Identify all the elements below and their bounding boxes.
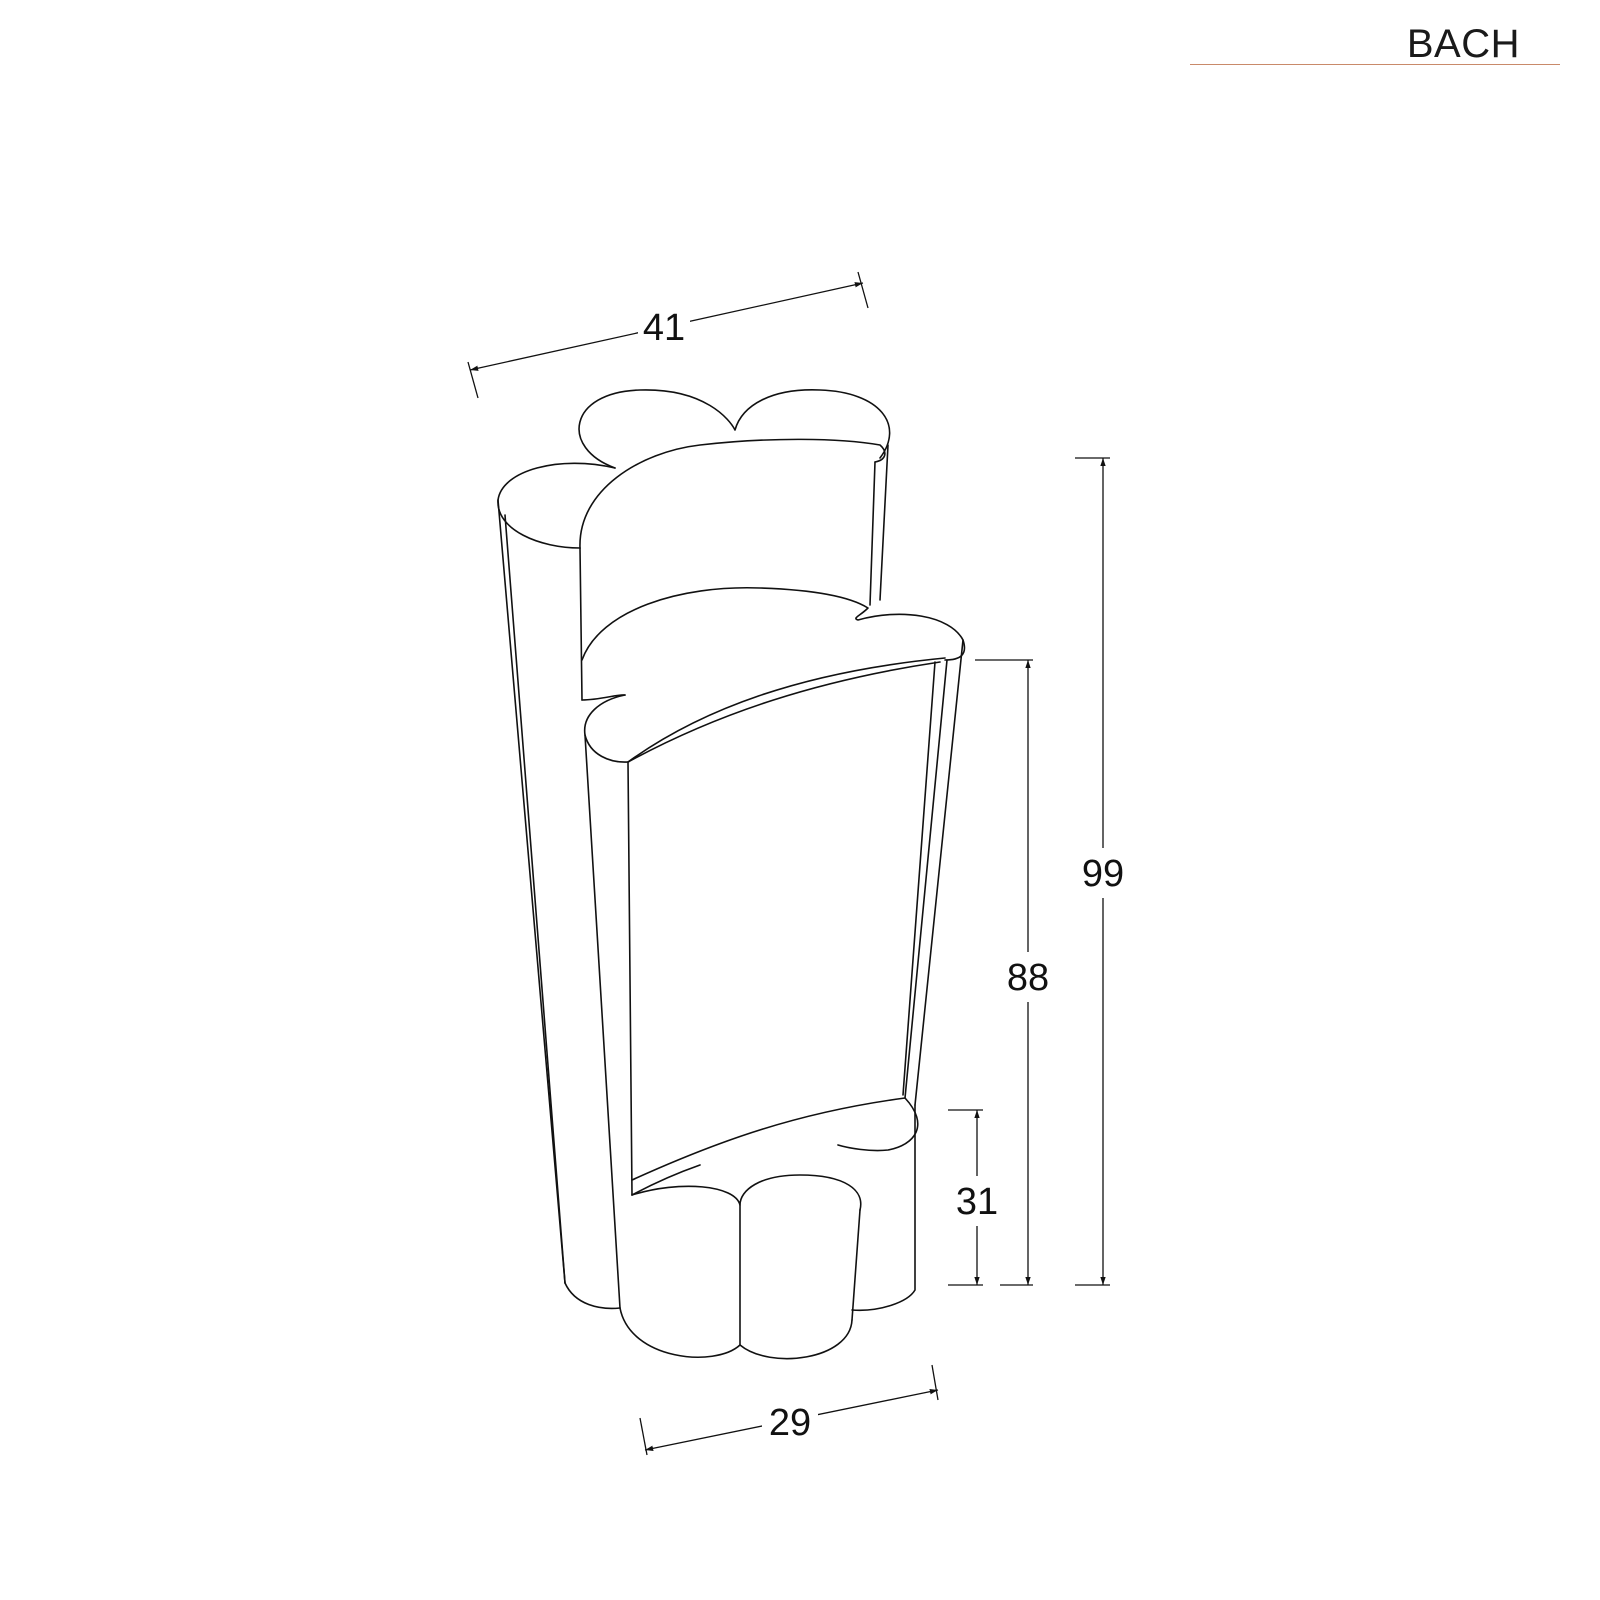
left-column-inner-edge (504, 514, 566, 1284)
left-column-bottom (564, 1282, 621, 1310)
front-right-edge-inner (902, 661, 936, 1096)
brand-title: BACH (1406, 22, 1520, 66)
left-column-top (497, 462, 616, 549)
front-left-edge-outer (584, 734, 621, 1309)
middle-shelf (581, 586, 966, 661)
vase-outline (497, 389, 966, 1360)
bottom-right-lobe-body (739, 1319, 853, 1360)
bottom-right-lobe-edge (851, 1209, 861, 1321)
lower-shelf (631, 1097, 919, 1181)
bottom-front-left-lobe (631, 1174, 862, 1211)
dim-base-width-tick-left (639, 1417, 648, 1456)
dim-top-width-tick-left (467, 361, 479, 399)
front-left-edge-inner (627, 761, 633, 1196)
dimension-labels: 41 29 99 88 31 (638, 300, 1130, 1444)
upper-panel-top (579, 438, 886, 549)
dim-shelf-height-label: 88 (1007, 957, 1049, 999)
bottom-left-lobe-body (619, 1307, 741, 1358)
top-back-lobes (578, 389, 891, 469)
upper-panel-right-edge-outer (879, 444, 889, 601)
front-left-lobe (583, 694, 629, 763)
dim-base-width-tick-right (931, 1364, 939, 1401)
front-frame-top-inner (627, 661, 941, 763)
lower-shelf-inner (631, 1164, 701, 1196)
dim-total-height-label: 99 (1082, 853, 1124, 895)
front-left-lobe-link (581, 694, 626, 701)
brand-underline (1190, 64, 1560, 65)
front-frame-top (627, 657, 946, 763)
dim-top-width-label: 41 (643, 307, 685, 349)
dim-lower-height-label: 31 (956, 1181, 998, 1223)
dim-base-width-label: 29 (769, 1402, 811, 1444)
front-right-edge-outer (914, 639, 964, 1106)
bottom-right-back (851, 1104, 916, 1312)
front-right-edge-mid (904, 659, 948, 1099)
left-column-outer-edge (497, 499, 566, 1284)
upper-panel-right-edge-inner (869, 461, 876, 606)
dim-top-width-tick-right (857, 271, 869, 309)
upper-panel-left-edge (579, 547, 583, 701)
